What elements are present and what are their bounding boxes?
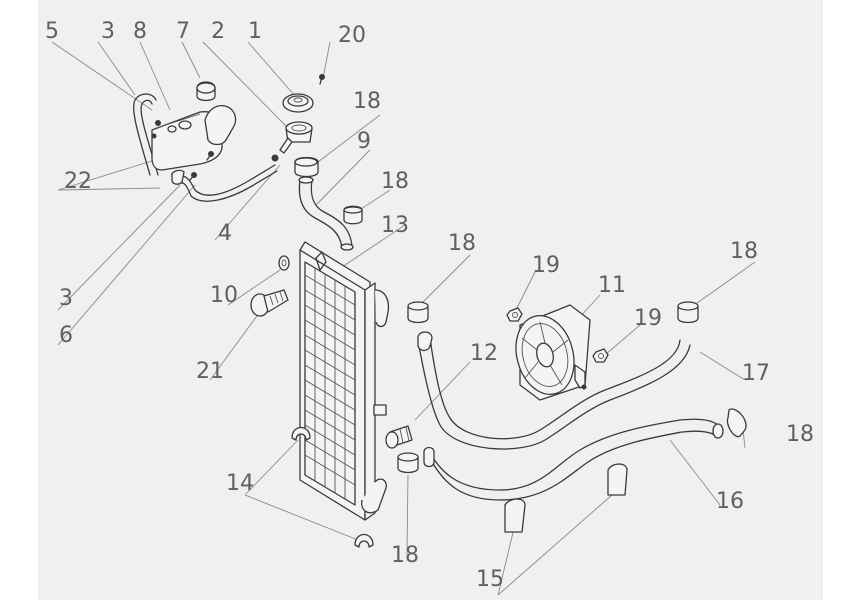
label-7: 7 <box>176 19 190 44</box>
label-3-top: 3 <box>101 19 115 44</box>
label-22: 22 <box>64 169 92 194</box>
label-9: 9 <box>357 129 371 154</box>
hose-support-part-15 <box>504 463 628 533</box>
label-8: 8 <box>133 19 147 44</box>
label-20: 20 <box>338 23 366 48</box>
grommet-part-10 <box>278 255 290 271</box>
clip-part-14 <box>291 426 374 548</box>
hose-clamp-part-18b <box>343 205 363 225</box>
label-19-lower: 19 <box>634 306 662 331</box>
label-16: 16 <box>716 489 744 514</box>
label-1: 1 <box>248 19 262 44</box>
cooling-fan-part-11 <box>515 304 591 401</box>
bolt-part-21 <box>250 289 289 317</box>
hose-clamp-part-18c <box>407 301 429 324</box>
reservoir-tank-part-8 <box>151 104 237 171</box>
label-17: 17 <box>742 361 770 386</box>
label-21: 21 <box>196 359 224 384</box>
label-4: 4 <box>218 221 232 246</box>
drawing-panel <box>38 0 823 600</box>
label-14: 14 <box>226 471 254 496</box>
thermo-switch-fitting <box>385 425 413 449</box>
label-10: 10 <box>210 283 238 308</box>
screws <box>189 74 325 181</box>
label-6: 6 <box>59 323 73 348</box>
label-12: 12 <box>470 341 498 366</box>
label-3-left: 3 <box>59 286 73 311</box>
label-18-far-right: 18 <box>786 422 814 447</box>
reservoir-cap-part-7 <box>196 81 216 102</box>
label-15: 15 <box>476 567 504 592</box>
label-5: 5 <box>45 19 59 44</box>
label-18-hose9: 18 <box>381 169 409 194</box>
overflow-hose-part-5 <box>133 93 159 176</box>
hose-clamp-part-18a <box>294 156 319 178</box>
hose-part-17 <box>677 301 699 324</box>
label-11: 11 <box>598 273 626 298</box>
label-18-upper: 18 <box>353 89 381 114</box>
label-19-upper: 19 <box>532 253 560 278</box>
bottom-hose-part-16 <box>423 418 724 501</box>
label-13: 13 <box>381 213 409 238</box>
nut-part-19 <box>506 307 609 363</box>
radiator-fins <box>304 268 356 499</box>
label-18-bottom: 18 <box>391 543 419 568</box>
radiator-cap-part-1 <box>282 93 314 113</box>
radiator-part-13 <box>299 241 390 521</box>
upper-hose-part-9 <box>298 176 354 251</box>
hose-clamp-part-18d <box>726 408 747 438</box>
label-2: 2 <box>211 19 225 44</box>
label-18-right: 18 <box>730 239 758 264</box>
part-number-labels: 5 3 8 7 2 1 20 18 9 22 18 4 13 18 19 18 … <box>45 19 814 592</box>
breather-hose-part-6 <box>171 154 279 202</box>
label-18-hose12: 18 <box>448 231 476 256</box>
leader-lines <box>51 41 756 596</box>
hose-clamp-part-18e <box>397 452 419 474</box>
filler-neck-part-2 <box>279 121 313 154</box>
lower-hose-part-12 <box>417 331 691 450</box>
